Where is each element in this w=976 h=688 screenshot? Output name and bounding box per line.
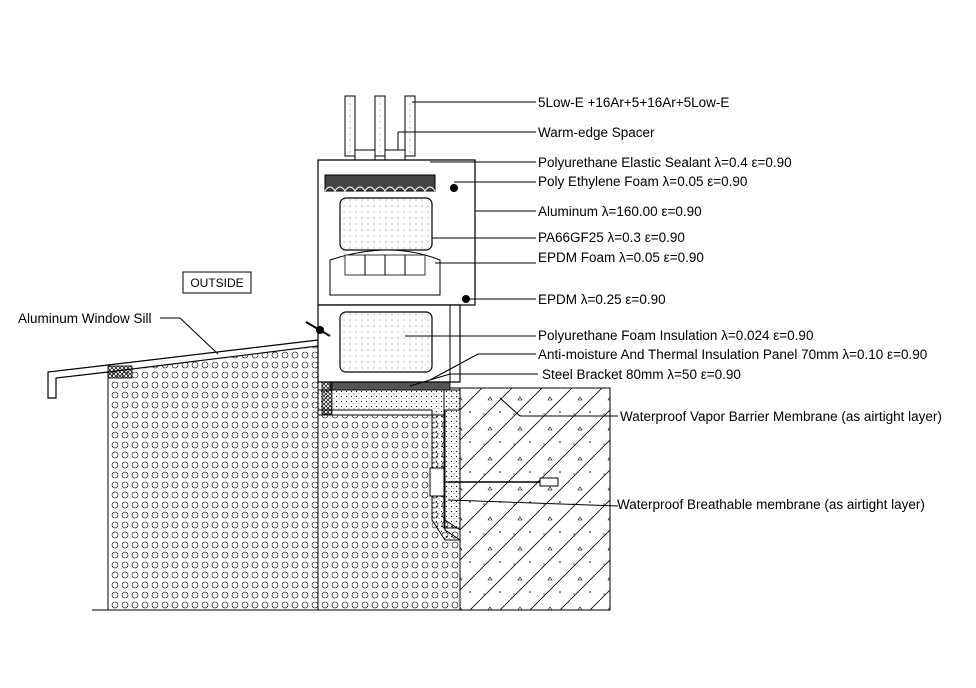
callout-breathable: Waterproof Breathable membrane (as airti…	[617, 497, 925, 512]
callouts: 5Low-E +16Ar+5+16Ar+5Low-E Warm-edge Spa…	[18, 95, 942, 512]
window-frame	[305, 95, 476, 383]
outside-tag: OUTSIDE	[182, 271, 252, 294]
callout-pa66: PA66GF25 λ=0.3 ε=0.90	[538, 230, 685, 245]
concrete-structure	[443, 387, 611, 611]
callout-pu-insulation: Polyurethane Foam Insulation λ=0.024 ε=0…	[538, 328, 813, 343]
callout-vapor-barrier: Waterproof Vapor Barrier Membrane (as ai…	[620, 409, 942, 424]
callout-epdm: EPDM λ=0.25 ε=0.90	[538, 292, 666, 307]
callout-sealant: Polyurethane Elastic Sealant λ=0.4 ε=0.9…	[538, 155, 792, 170]
callout-spacer: Warm-edge Spacer	[538, 125, 655, 140]
callout-bracket: Steel Bracket 80mm λ=50 ε=0.90	[542, 367, 741, 382]
callout-sill: Aluminum Window Sill	[18, 311, 152, 326]
outside-tag-text: OUTSIDE	[190, 276, 243, 290]
leader-lines	[160, 101, 619, 507]
callout-glazing: 5Low-E +16Ar+5+16Ar+5Low-E	[538, 95, 729, 110]
callout-epdm-foam: EPDM Foam λ=0.05 ε=0.90	[538, 250, 704, 265]
callout-panel: Anti-moisture And Thermal Insulation Pan…	[538, 347, 927, 362]
callout-aluminum: Aluminum λ=160.00 ε=0.90	[538, 204, 702, 219]
aluminum-sill	[47, 339, 319, 399]
callout-pe-foam: Poly Ethylene Foam λ=0.05 ε=0.90	[538, 174, 747, 189]
anchor-bolt	[429, 467, 559, 497]
